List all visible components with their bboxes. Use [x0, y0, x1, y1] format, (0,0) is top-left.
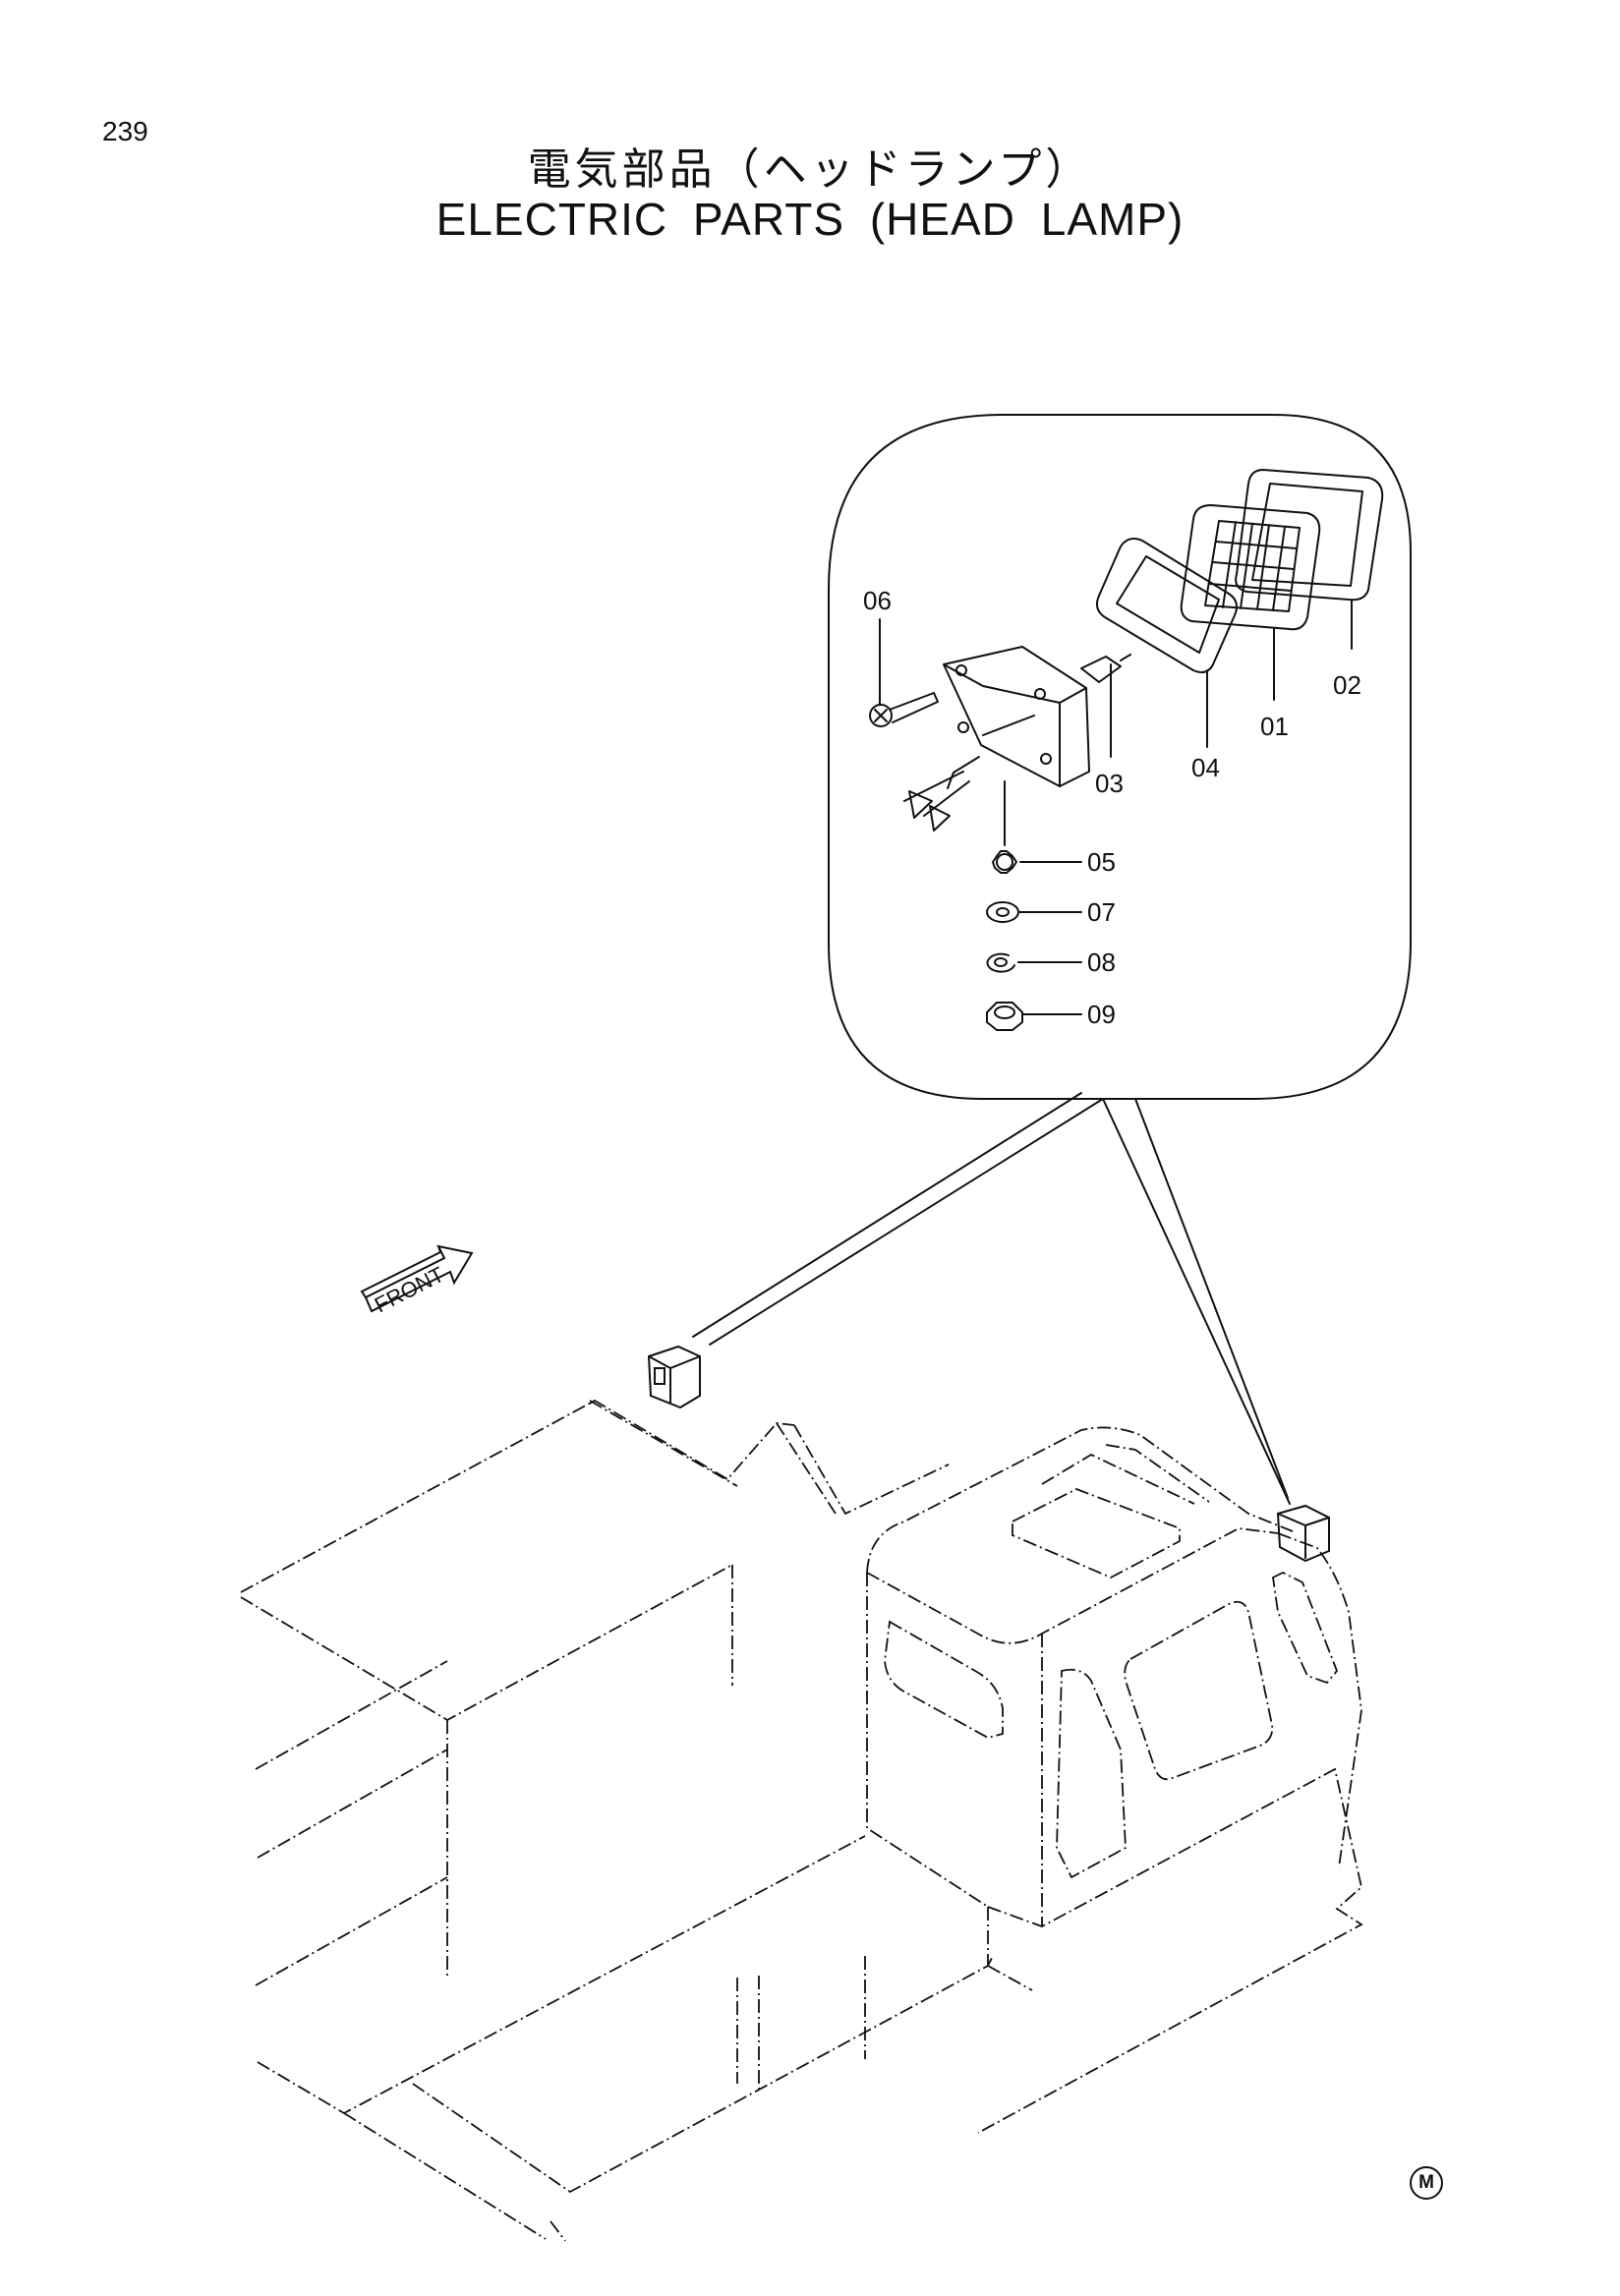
leader-line-right-lamp [1102, 1098, 1291, 1505]
leader-line-left-lamp-2 [692, 1092, 1082, 1338]
part-08-springwasher [986, 952, 1082, 973]
headlamp-right [1276, 1504, 1330, 1563]
callout-09: 09 [1087, 1000, 1116, 1029]
lamp-wires [903, 771, 970, 832]
callout-07: 07 [1087, 897, 1116, 927]
callout-labels: 06 02 01 04 03 05 07 08 09 [863, 586, 1361, 1029]
callout-01: 01 [1260, 712, 1289, 741]
lamp-body [943, 646, 1090, 846]
callout-04: 04 [1191, 753, 1220, 782]
part-04-gasket [1096, 538, 1238, 748]
part-03-bulb [1080, 654, 1131, 758]
leader-line-left-lamp [709, 1098, 1104, 1346]
callout-05: 05 [1087, 847, 1116, 877]
callout-06: 06 [863, 586, 892, 615]
headlamp-left [647, 1345, 701, 1409]
corner-mark: M [1410, 2166, 1443, 2200]
leader-line-right-lamp-2 [1134, 1098, 1289, 1499]
front-label: FRONT [371, 1262, 448, 1318]
callout-02: 02 [1333, 670, 1361, 700]
machine-outline [240, 1399, 1363, 2242]
part-09-nut [986, 1002, 1082, 1031]
part-06-screw [869, 618, 939, 727]
part-05-lockwasher [992, 850, 1082, 874]
part-07-washer [986, 901, 1082, 923]
part-01-lens [1180, 504, 1321, 701]
callout-03: 03 [1095, 769, 1124, 798]
page-number: 239 [102, 116, 148, 146]
callout-08: 08 [1087, 947, 1116, 977]
detail-balloon [828, 414, 1412, 1100]
page-title-english: ELECTRIC PARTS (HEAD LAMP) [435, 194, 1185, 245]
part-02-housing [1235, 469, 1384, 650]
front-arrow-icon: FRONT [360, 1244, 474, 1318]
page-title-japanese: 電気部品（ヘッドランプ） [527, 144, 1093, 195]
